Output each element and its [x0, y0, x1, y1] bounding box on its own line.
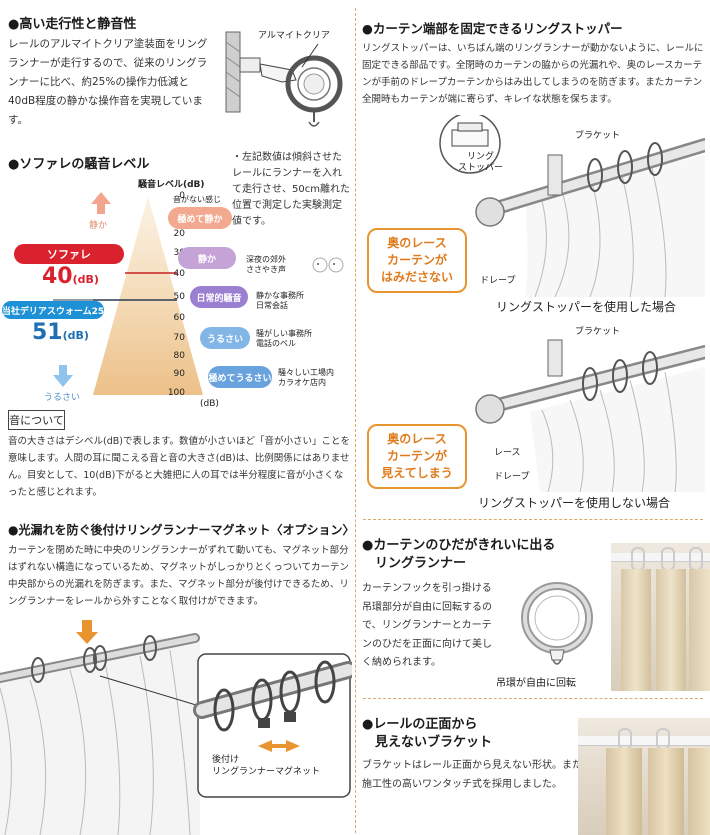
sofare-db-value: 40: [42, 264, 73, 289]
section-body-ring-runner: カーテンフックを引っ掛ける吊環部分が自由に回転するので、リングランナーとカーテン…: [362, 583, 492, 668]
section-title-bracket: ●レールの正面から 見えないブラケット: [362, 717, 493, 750]
fig1-label-drape: ドレープ: [480, 276, 516, 286]
desc-loud: 騒がしい事務所 電話のベル: [256, 329, 312, 348]
section-title-ring-runner: ●カーテンのひだがきれいに出る リングランナー: [362, 538, 556, 571]
label-magnet: 後付け リングランナーマグネット: [212, 755, 321, 777]
noise-level-triangle: [53, 196, 203, 395]
fig1-caption: リングストッパーを使用した場合: [496, 300, 677, 314]
section-body-ring-stopper: リングストッパーは、いちばん端のリングランナーが動かないように、レールに固定でき…: [362, 43, 704, 105]
ring-runner-icon: [521, 582, 593, 665]
fig2-label-lace: レース: [494, 448, 521, 458]
ring-stopper-not-used-illustration: [475, 339, 705, 492]
competitor-badge: 当社デリアスウォーム25: [2, 301, 104, 319]
level-60: 60: [173, 313, 185, 323]
ring-runner-caption: 吊環が自由に回転: [496, 678, 576, 689]
fig1-callout: 奥のレース カーテンが はみださない: [367, 228, 467, 293]
section-title-ring-stopper: ●カーテン端部を固定できるリングストッパー: [362, 21, 623, 36]
bubble-quiet: 静か: [178, 247, 236, 269]
bubble-loud: うるさい: [200, 327, 250, 349]
level-0: 0: [179, 191, 185, 201]
rail-cross-section-illustration: [225, 31, 343, 127]
fig1-label-bracket: ブラケット: [575, 131, 621, 141]
magnet-curtain-illustration: [0, 620, 352, 835]
level-80: 80: [173, 351, 185, 361]
level-90: 90: [173, 369, 185, 379]
competitor-db-value: 51: [32, 320, 63, 345]
axis-title-noise-db: 騒音レベル(dB): [138, 180, 205, 190]
sofare-db-unit: (dB): [72, 273, 99, 286]
bubble-very-loud: 極めてうるさい: [208, 366, 272, 388]
competitor-db-unit: (dB): [62, 329, 89, 342]
section-title-magnet: ●光漏れを防ぐ後付けリングランナーマグネット〈オプション〉: [8, 523, 355, 537]
fig1-label-ring-stopper: リング ストッパー: [458, 152, 504, 173]
level-40: 40: [173, 269, 185, 279]
ring-stopper-used-illustration: [439, 115, 705, 297]
label-quiet: 静か: [89, 221, 108, 231]
section-title-quiet-running: ●高い走行性と静音性: [8, 17, 137, 32]
loud-arrow-icon: [53, 365, 73, 387]
bubble-very-quiet: 極めて静か: [168, 207, 232, 229]
fig2-callout: 奥のレース カーテンが 見えてしまう: [367, 424, 467, 489]
section-body-magnet: カーテンを閉めた時に中央のリングランナーがずれて動いても、マグネット部分はずれな…: [8, 545, 349, 607]
section-body-quiet-running: レールのアルマイトクリア塗装面をリングランナーが走行するので、従来のリングランナ…: [8, 38, 208, 126]
sofare-badge: ソファレ: [14, 244, 124, 264]
label-alumite-clear: アルマイトクリア: [258, 31, 330, 41]
top-note-silence: 音がない感じ: [173, 195, 221, 204]
quiet-arrow-icon: [91, 192, 111, 214]
level-20: 20: [173, 229, 185, 239]
about-sound-title: 音について: [8, 410, 65, 430]
bracket-photo: [578, 718, 710, 835]
desc-quiet: 深夜の郊外 ささやき声: [246, 255, 286, 274]
fig2-label-drape: ドレープ: [494, 472, 530, 482]
column-divider: [355, 8, 356, 833]
ring-runner-photo: [611, 543, 710, 691]
level-70: 70: [173, 333, 185, 343]
whisper-icon: [312, 257, 344, 273]
section-body-bracket: ブラケットはレール正面から見えない形状。また施工性の高いワンタッチ式を採用しまし…: [362, 760, 582, 790]
level-unit: (dB): [200, 399, 219, 409]
measurement-note: ・左記数値は傾斜させたレールにランナーを入れて走行させ、50cm離れた位置で測定…: [232, 152, 350, 227]
fig2-caption: リングストッパーを使用しない場合: [478, 496, 671, 510]
desc-very-loud: 騒々しい工場内 カラオケ店内: [278, 368, 334, 387]
level-100: 100: [167, 388, 185, 398]
level-50: 50: [173, 292, 185, 302]
desc-daily: 静かな事務所 日常会話: [256, 291, 304, 310]
section-title-noise-level: ●ソファレの騒音レベル: [8, 157, 150, 172]
section-divider: [363, 698, 703, 699]
fig2-label-bracket: ブラケット: [575, 327, 621, 337]
section-divider: [363, 519, 703, 520]
sofare-level: 40(dB): [42, 264, 99, 289]
competitor-level: 51(dB): [32, 320, 89, 345]
about-sound-body: 音の大きさはデシベル(dB)で表します。数値が小さいほど「音が小さい」ことを意味…: [8, 436, 351, 498]
label-loud: うるさい: [44, 393, 81, 403]
bubble-daily-noise: 日常的騒音: [190, 286, 248, 308]
